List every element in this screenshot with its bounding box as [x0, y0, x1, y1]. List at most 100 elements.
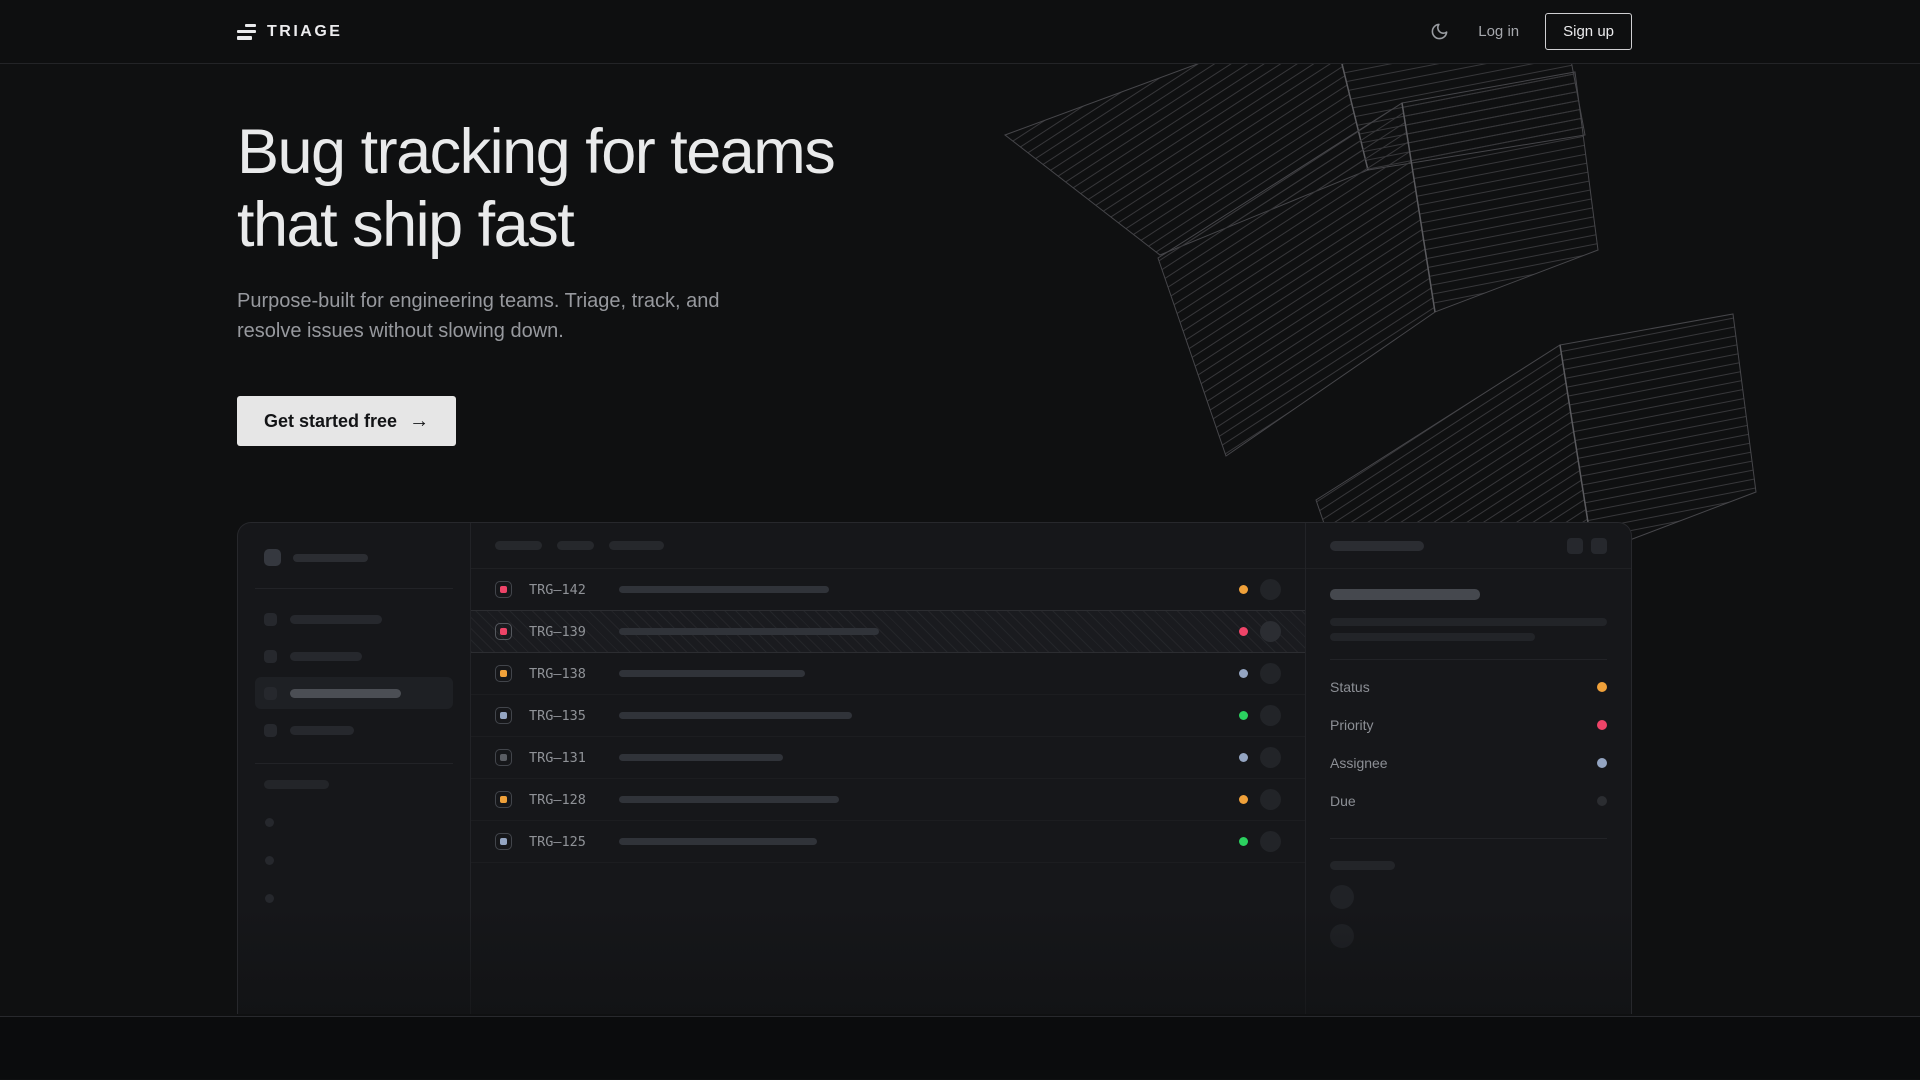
issue-title-placeholder [619, 586, 829, 594]
field-label: Assignee [1330, 755, 1388, 772]
issue-rows: TRG–142 TRG–139 TRG–138 TRG–135 [471, 569, 1305, 864]
nav-icon-placeholder [264, 612, 277, 626]
issue-row: TRG–142 [471, 569, 1305, 612]
detail-field-row: Status [1330, 668, 1607, 706]
login-link[interactable]: Log in [1478, 23, 1520, 40]
status-dot [1239, 753, 1248, 763]
issue-id: TRG–138 [529, 665, 586, 682]
sidebar-section-label-placeholder [264, 780, 329, 790]
app-mockup-illustration: TRG–142 TRG–139 TRG–138 TRG–135 [237, 522, 1632, 1015]
sidebar-nav-item [255, 714, 453, 746]
workspace-avatar-placeholder [264, 549, 281, 567]
brand-logo[interactable]: TRIAGE [237, 23, 342, 41]
nav-icon-placeholder [264, 686, 277, 700]
brand-name: TRIAGE [267, 22, 343, 40]
signup-button[interactable]: Sign up [1545, 13, 1632, 50]
get-started-button[interactable]: Get started free → [237, 396, 457, 447]
issue-title-placeholder [619, 838, 817, 846]
issue-type-icon [495, 665, 512, 683]
panel-button-placeholder [1591, 537, 1607, 554]
detail-field-row: Priority [1330, 706, 1607, 744]
status-dot [1239, 669, 1248, 679]
activity-label-placeholder [1330, 861, 1395, 871]
description-line-placeholder [1330, 618, 1607, 627]
sidebar-dot-placeholder [265, 856, 274, 866]
assignee-avatar-placeholder [1260, 789, 1281, 811]
top-nav: TRIAGE Log in Sign up [0, 0, 1920, 64]
hero-section: Bug tracking for teams that ship fast Pu… [0, 64, 1920, 1016]
activity-avatar-placeholder [1330, 924, 1354, 949]
panel-button-placeholder [1567, 537, 1583, 554]
issue-title-placeholder [619, 754, 783, 762]
nav-icon-placeholder [264, 649, 277, 663]
detail-divider [1330, 659, 1607, 661]
issue-title-placeholder [619, 628, 879, 636]
issue-type-icon [495, 749, 512, 767]
issue-id: TRG–139 [529, 623, 586, 640]
detail-panel-header [1306, 523, 1631, 570]
status-dot [1239, 795, 1248, 805]
issue-row: TRG–128 [471, 779, 1305, 822]
sidebar-nav-item-active [255, 677, 453, 710]
issue-row: TRG–138 [471, 653, 1305, 696]
footer-band [0, 1016, 1920, 1079]
sidebar-dot-placeholder [265, 894, 274, 904]
issue-type-icon [495, 833, 512, 851]
field-value-dot [1597, 796, 1607, 807]
page-title: Bug tracking for teams that ship fast [237, 117, 836, 261]
issue-row: TRG–125 [471, 821, 1305, 864]
issue-title-placeholder [1330, 589, 1480, 601]
field-value-dot [1597, 682, 1607, 693]
moon-icon [1431, 23, 1448, 40]
tab-placeholder [557, 541, 594, 551]
issue-id: TRG–131 [529, 749, 586, 766]
detail-divider [1330, 838, 1607, 840]
issue-type-icon [495, 707, 512, 725]
issue-type-icon [495, 581, 512, 599]
assignee-avatar-placeholder [1260, 747, 1281, 769]
tab-placeholder [495, 541, 542, 551]
panel-window-buttons [1567, 537, 1607, 554]
detail-field-row: Due [1330, 782, 1607, 820]
assignee-avatar-placeholder [1260, 579, 1281, 601]
mockup-sidebar [238, 523, 471, 1015]
status-dot [1239, 585, 1248, 595]
mockup-workspace-row [255, 549, 453, 567]
assignee-avatar-placeholder [1260, 831, 1281, 853]
triage-bars-icon [237, 23, 256, 40]
workspace-name-placeholder [293, 553, 368, 562]
detail-field-row: Assignee [1330, 744, 1607, 782]
status-dot [1239, 837, 1248, 847]
sidebar-dot-placeholder [265, 818, 274, 828]
theme-toggle-button[interactable] [1426, 19, 1452, 45]
issue-id: TRG–125 [529, 833, 586, 850]
field-label: Priority [1330, 717, 1374, 734]
status-dot [1239, 711, 1248, 721]
detail-fields: Status Priority Assignee Due [1330, 668, 1607, 820]
issue-id: TRG–142 [529, 581, 586, 598]
assignee-avatar-placeholder [1260, 663, 1281, 685]
assignee-avatar-placeholder [1260, 705, 1281, 727]
hero-subtitle: Purpose-built for engineering teams. Tri… [237, 290, 720, 343]
field-value-dot [1597, 720, 1607, 731]
assignee-avatar-placeholder [1260, 621, 1281, 643]
issue-row: TRG–135 [471, 695, 1305, 738]
mockup-issue-list: TRG–142 TRG–139 TRG–138 TRG–135 [471, 523, 1306, 1015]
arrow-right-icon: → [409, 409, 430, 432]
description-line-placeholder [1330, 633, 1535, 642]
issue-row: TRG–131 [471, 737, 1305, 780]
sidebar-divider [255, 588, 453, 590]
issue-row: TRG–139 [471, 610, 1305, 654]
issue-id: TRG–135 [529, 707, 586, 724]
tab-placeholder [609, 541, 664, 551]
field-label: Status [1330, 679, 1370, 696]
cta-label: Get started free [264, 410, 398, 431]
nav-icon-placeholder [264, 723, 277, 737]
detail-title-placeholder [1330, 540, 1424, 551]
activity-avatar-placeholder [1330, 885, 1354, 910]
issue-title-placeholder [619, 796, 839, 804]
issue-id: TRG–128 [529, 791, 586, 808]
sidebar-nav-item [255, 603, 453, 635]
sidebar-nav-item [255, 640, 453, 672]
issue-type-icon [495, 791, 512, 809]
